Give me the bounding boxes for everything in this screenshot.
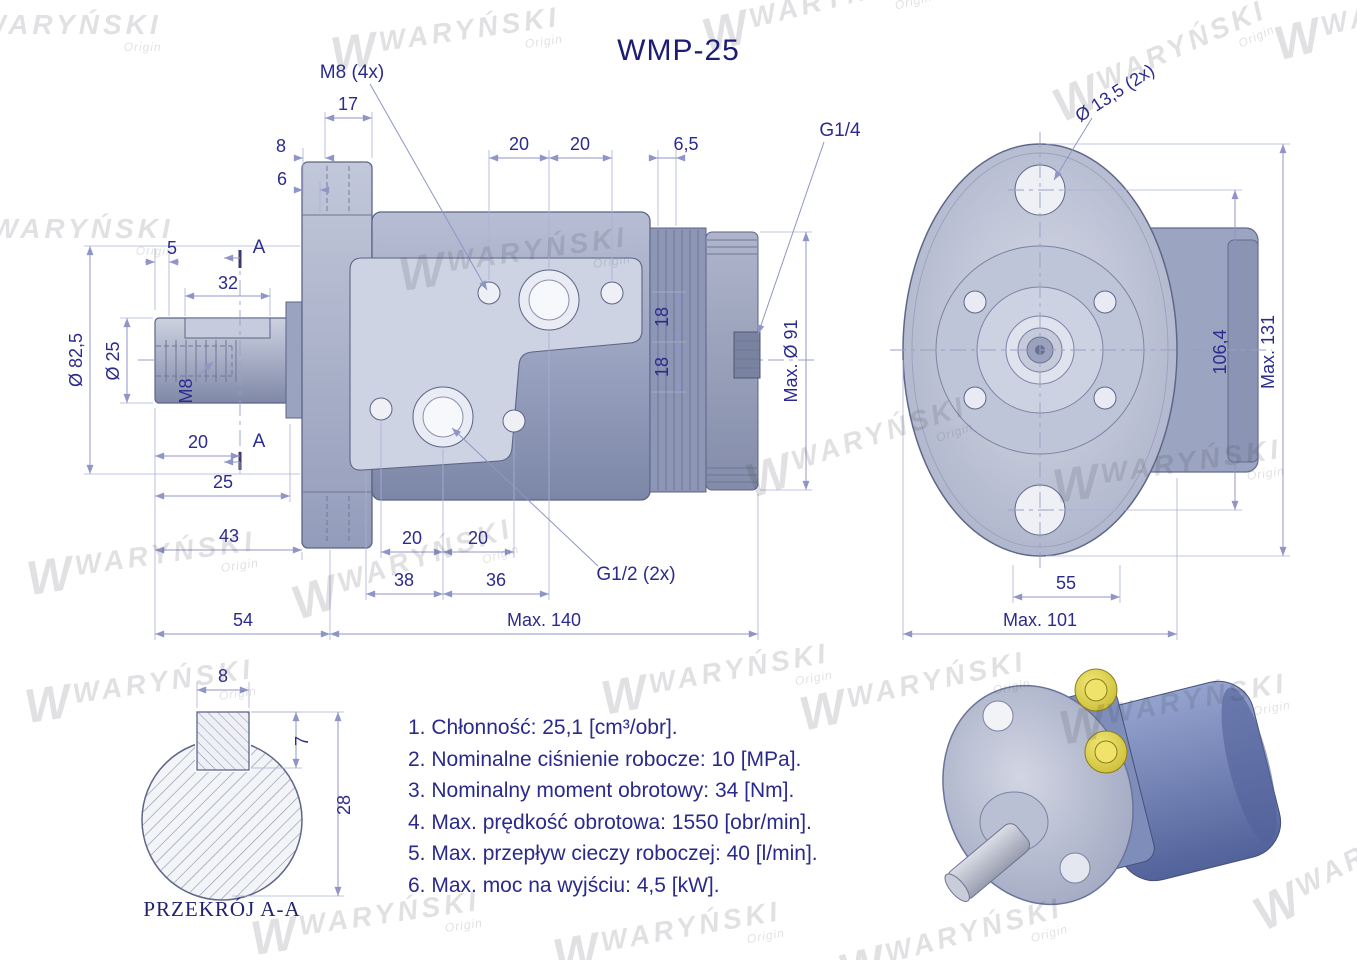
dim-m8-thread: M8 (176, 378, 196, 403)
photo-yellow-plugs (1074, 668, 1128, 774)
label-m8-4x: M8 (4x) (320, 62, 384, 83)
dim-5: 5 (167, 238, 177, 258)
spec-line-2: 2. Nominalne ciśnienie robocze: 10 [MPa]… (408, 747, 802, 771)
keyway (184, 317, 271, 339)
bolt-hole-2 (600, 281, 624, 305)
dim-32: 32 (218, 273, 238, 293)
dim-20a: 20 (509, 134, 529, 154)
spec-line-6: 6. Max. moc na wyjściu: 4,5 [kW]. (408, 873, 720, 897)
dim-54: 54 (233, 610, 253, 630)
dim-36: 36 (486, 570, 506, 590)
label-section-a-bottom: A (253, 431, 266, 452)
rear-ring-grooves (657, 230, 699, 490)
shaft-thread-lines (165, 340, 237, 382)
spec-line-1: 1. Chłonność: 25,1 [cm³/obr]. (408, 716, 678, 739)
photo-flange-hole-1 (982, 700, 1014, 732)
dim-dia-13-5: Ø 13,5 (2x) (1072, 60, 1158, 126)
connector-threads (735, 340, 759, 369)
front-bolt-4 (1093, 386, 1117, 410)
photo-shaft (944, 823, 1031, 902)
dim-8: 8 (276, 136, 286, 156)
dim-25: 25 (213, 472, 233, 492)
dim-max-dia-91: Max. Ø 91 (781, 319, 801, 402)
dim-max-140: Max. 140 (507, 610, 581, 630)
dim-20d: 20 (402, 528, 422, 548)
upper-port-bore (528, 279, 570, 321)
label-g1-4: G1/4 (819, 120, 861, 141)
rear-drum-ribs (707, 239, 757, 483)
dim-55: 55 (1056, 573, 1076, 593)
side-view-dimensions: 17 8 6 20 20 6,5 5 32 Ø 82,5 Ø 25 M8 18 … (66, 62, 861, 640)
dim-6-5: 6,5 (673, 134, 698, 154)
section-caption: PRZEKRÓJ A-A (143, 897, 300, 921)
bolt-hole-4 (502, 409, 526, 433)
photo-end-cap (1221, 687, 1277, 844)
dim-max-101: Max. 101 (1003, 610, 1077, 630)
front-end-cap (1227, 239, 1259, 463)
front-bolt-3 (963, 386, 987, 410)
dim-38: 38 (394, 570, 414, 590)
dim-dia-82-5: Ø 82,5 (66, 333, 86, 387)
dim-20b: 20 (570, 134, 590, 154)
front-view: Ø 13,5 (2x) 106,4 Max. 131 55 Max. 101 (890, 60, 1290, 640)
label-section-a-top: A (253, 237, 266, 258)
dim-28: 28 (334, 795, 354, 815)
spec-line-4: 4. Max. prędkość obrotowa: 1550 [obr/min… (408, 810, 812, 834)
photo-flange (942, 684, 1134, 906)
dim-20c: 20 (188, 432, 208, 452)
label-g1-2-2x: G1/2 (2x) (596, 564, 675, 585)
spec-line-3: 3. Nominalny moment obrotowy: 34 [Nm]. (408, 779, 795, 802)
key-section (196, 711, 250, 771)
flange-bolt-hidden-lines (326, 166, 350, 544)
bolt-hole-3 (369, 397, 393, 421)
dim-18b: 18 (652, 357, 672, 377)
product-photo-3d (942, 668, 1282, 906)
lower-port-bore (422, 396, 464, 438)
spec-line-5: 5. Max. przepływ cieczy roboczej: 40 [l/… (408, 842, 818, 865)
front-bolt-1 (963, 290, 987, 314)
side-view: 17 8 6 20 20 6,5 5 32 Ø 82,5 Ø 25 M8 18 … (66, 62, 861, 640)
dim-key-8: 8 (218, 666, 228, 686)
section-dimensions: 8 7 28 (196, 666, 354, 897)
dim-43: 43 (219, 526, 239, 546)
shaft-hub (285, 301, 303, 419)
tapped-hole-hidden-lines (156, 345, 233, 377)
dim-dia-25: Ø 25 (103, 341, 123, 380)
dim-18a: 18 (652, 307, 672, 327)
dim-max-131: Max. 131 (1258, 315, 1278, 389)
rear-port-connector (733, 331, 761, 379)
dim-key-7: 7 (292, 736, 312, 746)
front-bolt-2 (1093, 290, 1117, 314)
bolt-hole-1 (477, 281, 501, 305)
dim-106-4: 106,4 (1210, 329, 1230, 374)
section-view: 8 7 28 PRZEKRÓJ A-A (141, 666, 354, 921)
dim-6: 6 (277, 169, 287, 189)
spec-list: 1. Chłonność: 25,1 [cm³/obr]. 2. Nominal… (408, 712, 818, 901)
dim-17: 17 (338, 94, 358, 114)
dim-20e: 20 (468, 528, 488, 548)
photo-flange-hole-2 (1059, 852, 1091, 884)
page-title: WMP-25 (617, 34, 740, 67)
